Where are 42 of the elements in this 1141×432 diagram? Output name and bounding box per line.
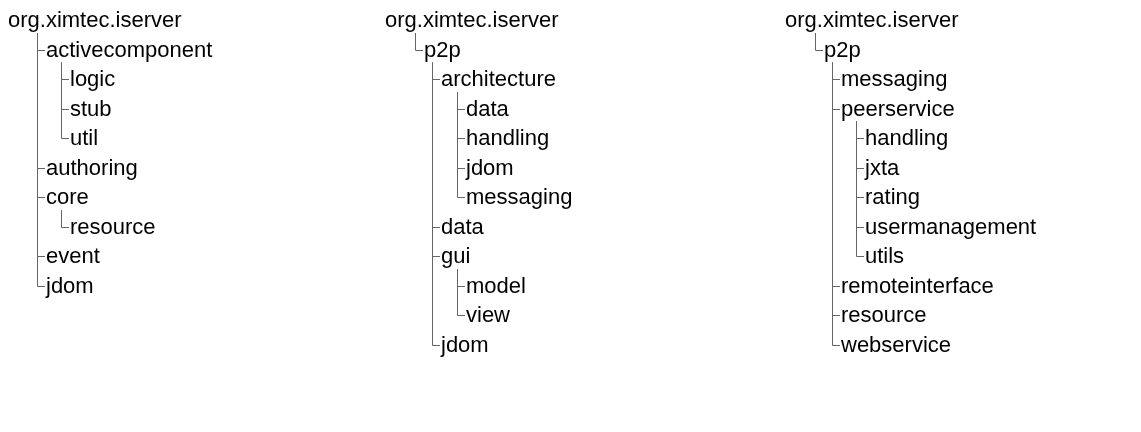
package-label: jdom [466,154,514,181]
package-label: rating [865,184,921,210]
package-label: architecture [441,66,556,92]
package-label: util [70,125,99,151]
package-label: remoteinterface [841,272,994,299]
tree-connector [415,32,424,51]
tree-connector [457,91,466,198]
package-label: p2p [824,36,861,63]
package-label: stub [70,95,112,122]
package-label: logic [70,66,116,92]
tree-connector [856,121,865,257]
package-label: utils [865,243,905,269]
tree-connector [815,32,824,51]
package-label: org.ximtec.iserver [385,7,559,33]
package-label: messaging [466,184,573,210]
package-label: peerservice [841,95,955,122]
package-label: resource [70,213,156,240]
package-label: webservice [841,331,952,358]
package-label: gui [441,243,471,269]
package-label: org.ximtec.iserver [8,7,182,33]
package-label: core [46,184,89,210]
tree-connector [432,62,441,346]
package-label: usermanagement [865,213,1037,240]
package-label: org.ximtec.iserver [785,7,959,33]
package-label: view [466,302,510,328]
package-label: messaging [841,66,948,92]
package-label: jdom [441,331,489,358]
package-label: authoring [46,154,138,181]
package-label: p2p [424,36,461,63]
tree-connector [457,268,466,316]
package-label: resource [841,302,927,328]
package-label: jdom [46,272,94,299]
package-label: data [441,213,484,240]
package-label: model [466,272,526,299]
tree-connector [61,62,70,139]
package-label: activecomponent [46,36,213,63]
package-label: event [46,243,100,269]
package-label: jxta [865,154,900,181]
package-label: handling [466,125,550,151]
tree-connector [61,209,70,228]
package-label: data [466,95,509,122]
package-label: handling [865,125,949,151]
